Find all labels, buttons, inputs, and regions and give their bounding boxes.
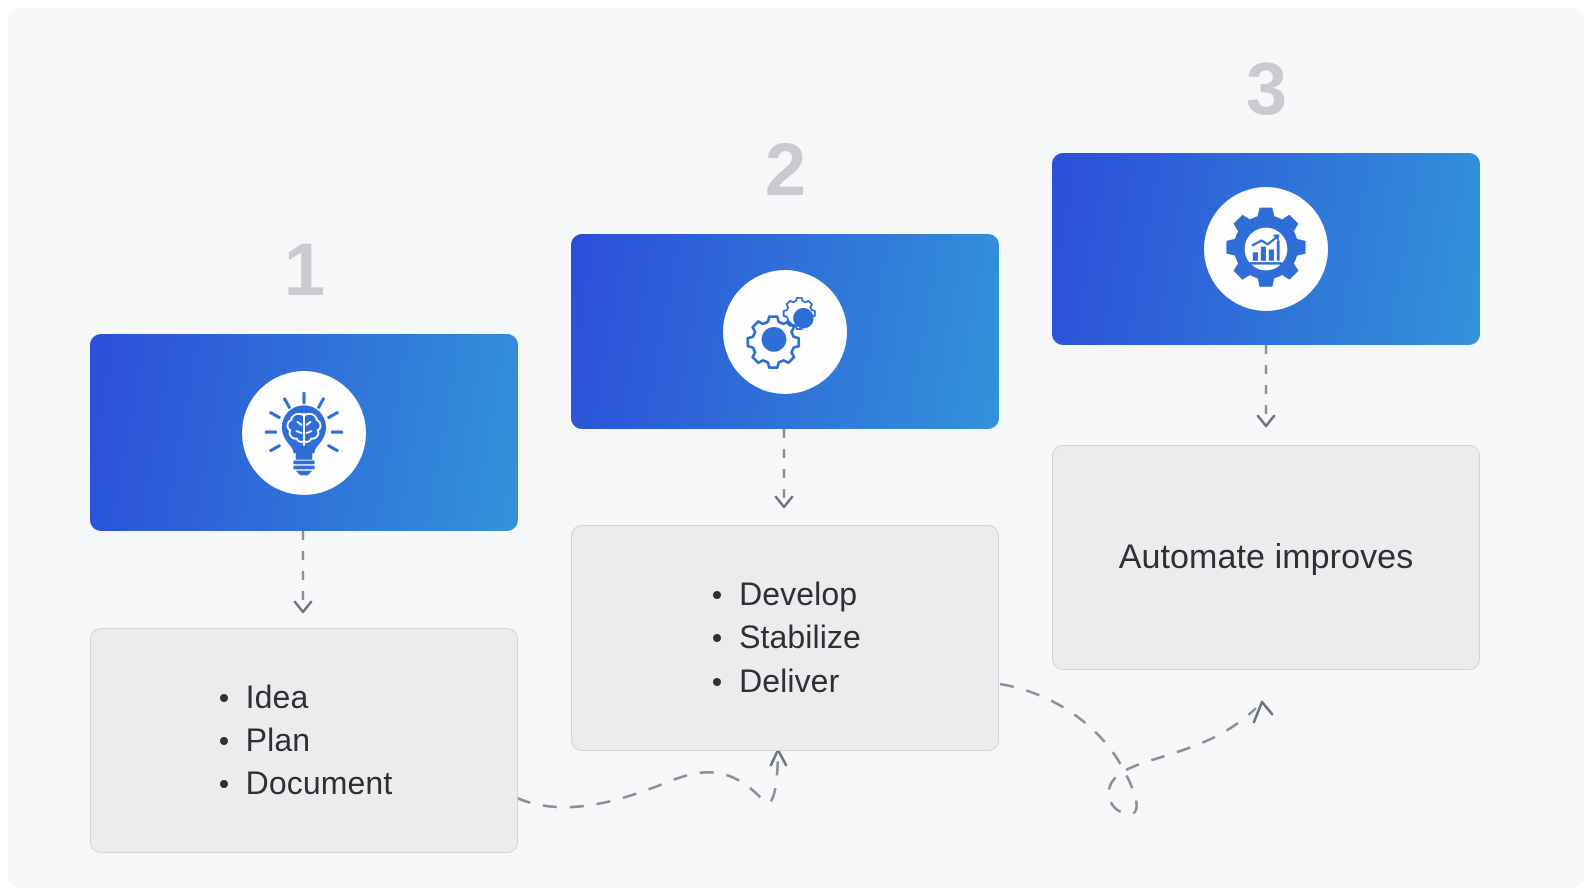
list-item: Idea <box>216 676 393 719</box>
step-2-banner[interactable] <box>571 234 999 429</box>
lightbulb-brain-icon <box>242 370 366 495</box>
list-item: Document <box>216 762 393 805</box>
step-2-bullet-list: Develop Stabilize Deliver <box>709 573 861 703</box>
step-3-content-box[interactable]: Automate improves <box>1052 445 1480 670</box>
step-2-content-box[interactable]: Develop Stabilize Deliver <box>571 525 999 751</box>
list-item: Stabilize <box>709 616 861 659</box>
step-3-text: Automate improves <box>1118 538 1414 576</box>
step-2: 2 Dev <box>8 8 1584 888</box>
list-item: Deliver <box>709 660 861 703</box>
list-item: Develop <box>709 573 861 616</box>
step-2-number: 2 <box>764 128 806 211</box>
diagram-canvas: 1 <box>8 8 1584 888</box>
step-1: 1 <box>8 8 1584 888</box>
step-1-banner[interactable] <box>90 334 518 531</box>
step-3-banner[interactable] <box>1052 153 1480 345</box>
gears-icon <box>723 269 847 394</box>
step-1-number: 1 <box>283 228 325 311</box>
step-1-content-box[interactable]: Idea Plan Document <box>90 628 518 853</box>
step-3: 3 Aut <box>8 8 1584 888</box>
step-3-number: 3 <box>1245 47 1287 130</box>
list-item: Plan <box>216 719 393 762</box>
gear-analytics-icon <box>1204 187 1328 311</box>
step-1-bullet-list: Idea Plan Document <box>216 676 393 806</box>
